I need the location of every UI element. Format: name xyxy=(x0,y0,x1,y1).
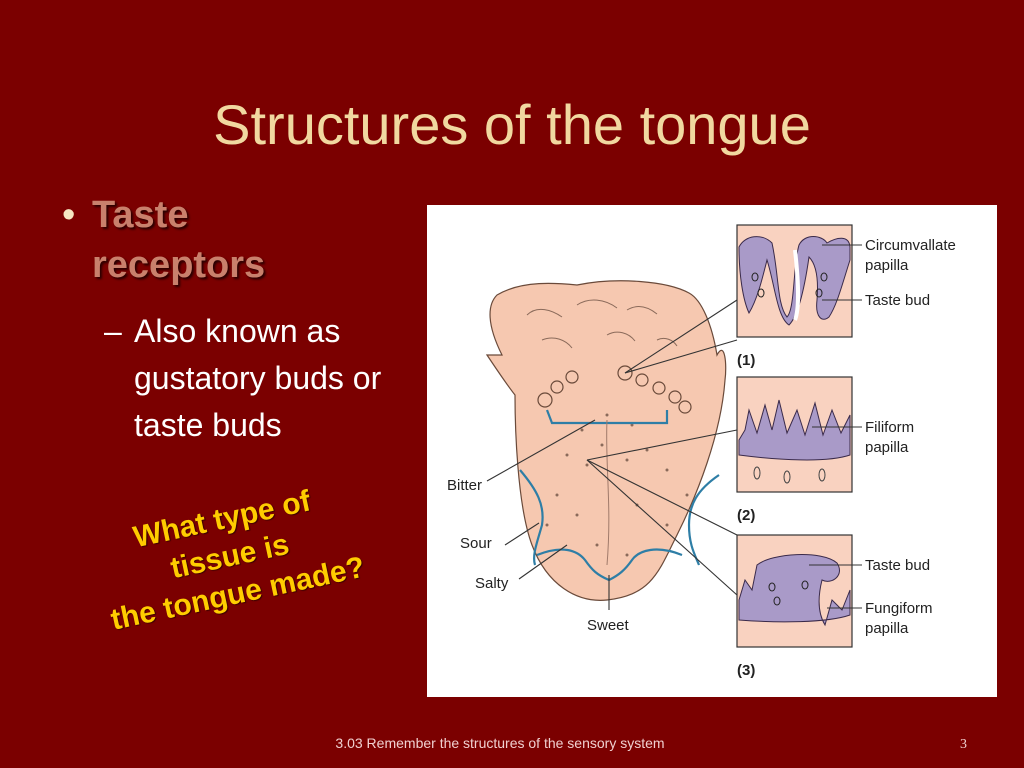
label-panel-2: (2) xyxy=(737,507,755,524)
slide-title: Structures of the tongue xyxy=(213,93,811,156)
label-circumvallate: Circumvallate xyxy=(865,237,956,254)
label-sour: Sour xyxy=(460,535,492,552)
label-fungiform: Fungiform xyxy=(865,600,933,617)
bullet-marker: • xyxy=(62,194,76,236)
label-sweet: Sweet xyxy=(587,617,630,634)
bullet-taste-receptors: • Taste receptors xyxy=(62,190,265,286)
label-fungiform-papilla: papilla xyxy=(865,620,909,637)
label-taste-bud-3: Taste bud xyxy=(865,557,930,574)
label-salty: Salty xyxy=(475,575,509,592)
panel-circumvallate: Circumvallate papilla Taste bud (1) xyxy=(736,224,956,369)
label-taste-bud-1: Taste bud xyxy=(865,292,930,309)
tongue-diagram: Circumvallate papilla Taste bud (1) Fili… xyxy=(427,205,997,697)
label-bitter: Bitter xyxy=(447,477,482,494)
label-filiform-papilla: papilla xyxy=(865,439,909,456)
label-panel-3: (3) xyxy=(737,662,755,679)
panel-fungiform: Taste bud Fungiform papilla (3) xyxy=(736,534,933,679)
dash-marker: – xyxy=(104,313,122,349)
panel-filiform: Filiform papilla (2) xyxy=(736,376,914,524)
tongue-diagram-svg: Circumvallate papilla Taste bud (1) Fili… xyxy=(447,224,956,679)
sub-bullet-text: Also known as gustatory buds or taste bu… xyxy=(134,313,382,443)
slide-footer: 3.03 Remember the structures of the sens… xyxy=(335,735,665,751)
label-panel-1: (1) xyxy=(737,352,755,369)
label-filiform: Filiform xyxy=(865,419,914,436)
page-number: 3 xyxy=(960,737,967,752)
label-circumvallate-papilla: papilla xyxy=(865,257,909,274)
question-callout: What type of tissue is the tongue made? xyxy=(32,462,427,653)
bullet-text: Taste receptors xyxy=(92,194,266,286)
